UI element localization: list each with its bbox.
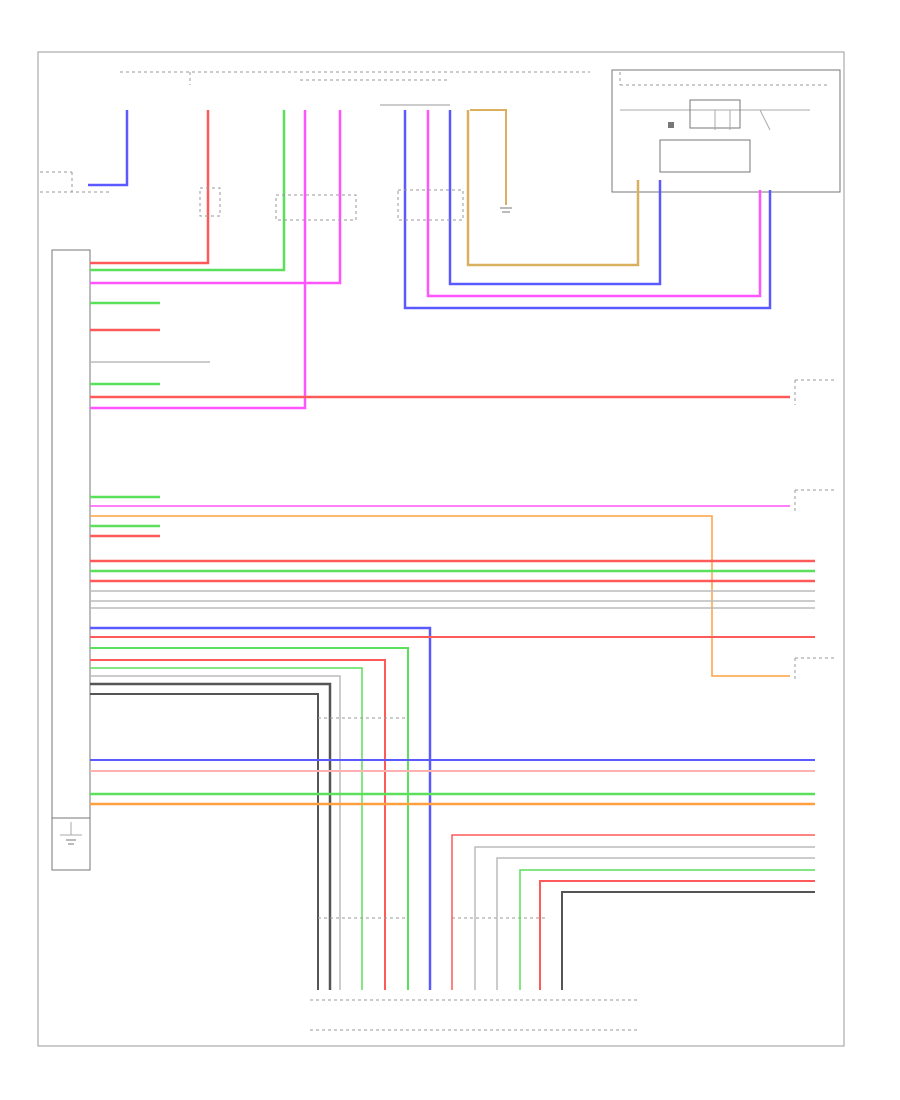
fuse-block-2 — [275, 194, 357, 221]
wire-green-down — [90, 647, 409, 990]
wire-blue-loop — [403, 110, 772, 310]
wire-gray-down — [90, 675, 341, 990]
ground-symbol-icon — [66, 839, 76, 845]
instrument-cluster — [611, 69, 841, 193]
wire-dark-down-2 — [90, 693, 319, 990]
wire-red-down — [90, 659, 386, 990]
ground-symbol-icon — [500, 207, 512, 213]
right-connector-top — [794, 379, 835, 405]
wire-gray-br1 — [474, 846, 815, 990]
wire-green-1 — [90, 110, 286, 272]
wire-green-down-2 — [90, 667, 363, 990]
fuse-block-3 — [397, 189, 464, 221]
wire-green-br1 — [519, 869, 815, 990]
wire-dark-down — [90, 682, 332, 990]
left-top-connector — [40, 171, 110, 193]
wire-orange-loop — [90, 515, 790, 677]
wire-red-fuse — [90, 110, 210, 265]
wire-blue-left — [88, 110, 129, 187]
wire-magenta-2 — [90, 110, 307, 410]
control-unit — [51, 249, 91, 871]
switch-icon — [759, 109, 771, 131]
wire-blue-inner — [448, 110, 662, 286]
wire-blue-down — [90, 626, 432, 990]
connector-icon — [668, 122, 674, 128]
wire-tan-loop — [466, 110, 640, 267]
wire-red-br2 — [539, 880, 815, 990]
wire-magenta-loop — [426, 110, 762, 298]
right-connector-mid — [794, 489, 835, 512]
wire-magenta-1 — [90, 110, 342, 285]
fuse-block-1 — [199, 187, 221, 217]
wire-tan-ground — [470, 109, 507, 205]
wire-gray-br2 — [496, 857, 815, 990]
diagram-frame — [37, 51, 845, 1047]
wire-dark-br1 — [561, 891, 815, 990]
wire-red-br1 — [451, 834, 815, 990]
right-connector-low — [794, 657, 835, 680]
